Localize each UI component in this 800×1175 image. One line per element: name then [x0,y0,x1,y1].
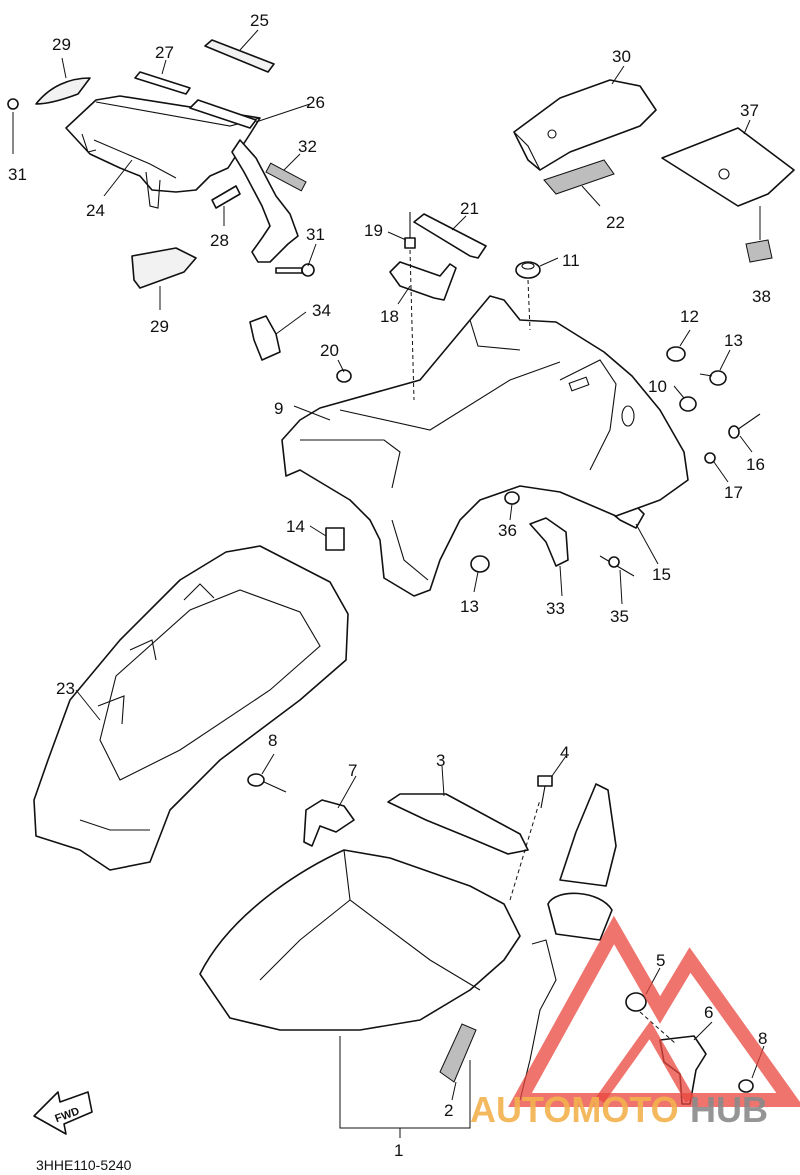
callout-3: 3 [436,751,445,770]
callout-9: 9 [274,399,283,418]
callout-32: 32 [298,137,317,156]
bolt-31-left [7,98,19,154]
callout-37: 37 [740,101,759,120]
part-5-grommet [625,992,647,1012]
part-27 [134,71,191,95]
callout-31-right: 31 [306,225,325,244]
callout-19: 19 [364,221,383,240]
part-10-nut [679,396,697,412]
callout-26: 26 [306,93,325,112]
callout-34: 34 [312,301,331,320]
fwd-arrow-icon: FWD [33,1091,93,1135]
part-36-washer [504,491,520,505]
callout-8-lower: 8 [758,1029,767,1048]
part-9-rear-fender [281,295,689,597]
part-2-reflector [439,1023,477,1083]
callout-5: 5 [656,951,665,970]
part-3-plate [387,793,529,855]
callout-27: 27 [155,43,174,62]
callout-38: 38 [752,287,771,306]
callout-4: 4 [560,743,569,762]
callout-29-lower: 29 [150,317,169,336]
part-16-rivet [728,413,761,439]
callout-14: 14 [286,517,305,536]
bolt-4 [537,775,553,809]
part-35-rivet [599,555,635,577]
callout-29-upper: 29 [52,35,71,54]
callout-18: 18 [380,307,399,326]
part-24-stay [231,139,299,263]
part-18-bracket [389,261,457,301]
part-34-bracket [249,315,281,361]
part-28 [211,185,241,209]
fork-tube [519,783,617,1101]
part-1-front-fender [199,849,521,1031]
callout-33: 33 [546,599,565,618]
part-37 [661,127,795,207]
callout-15: 15 [652,565,671,584]
part-20-nut [336,369,352,383]
bolt-8-lower [738,1079,754,1093]
watermark-text-a: AUTOMOTO [470,1089,679,1130]
callout-labels: 29 27 25 26 32 31 24 28 31 29 30 37 22 3… [8,11,771,1160]
part-30-cover [513,79,657,171]
callout-36: 36 [498,521,517,540]
leader-lines [61,29,765,1138]
part-29-lower [131,247,197,289]
callout-11: 11 [562,251,580,270]
callout-12: 12 [680,307,699,326]
part-12-nut [666,346,686,362]
callout-16: 16 [746,455,765,474]
part-26 [189,99,257,129]
callout-22: 22 [606,213,625,232]
callout-6: 6 [704,1003,713,1022]
part-13-bolt-upper [699,370,727,386]
callout-10: 10 [648,377,667,396]
callout-30: 30 [612,47,631,66]
callout-21: 21 [460,199,479,218]
part-29-upper [35,77,91,105]
callout-1: 1 [394,1141,403,1160]
callout-13-upper: 13 [724,331,743,350]
callout-31-left: 31 [8,165,27,184]
part-21-strap [413,213,487,259]
part-38 [745,206,773,263]
watermark-logo-icon [508,915,800,1107]
bolt-31-right [275,263,315,277]
part-25 [204,39,275,73]
callout-28: 28 [210,231,229,250]
part-32 [265,162,307,192]
callout-25: 25 [250,11,269,30]
watermark-text-b: HUB [690,1089,768,1130]
callout-35: 35 [610,607,629,626]
part-14-clip [325,527,345,551]
callout-17: 17 [724,483,743,502]
part-13-bolt-lower [470,555,490,573]
callout-24: 24 [86,201,105,220]
part-17-washer [704,452,716,464]
callout-2: 2 [444,1101,453,1120]
bolt-8-upper [247,773,287,793]
part-19-pin [404,212,416,249]
callout-13-lower: 13 [460,597,479,616]
part-11-grommet [515,261,541,279]
part-22 [543,159,615,195]
part-23-inner-fender [33,545,349,871]
callout-7: 7 [348,761,357,780]
part-33-stay [529,517,569,567]
drawing-code: 3HHE110-5240 [36,1157,132,1173]
callout-23: 23 [56,679,75,698]
callout-20: 20 [320,341,339,360]
part-7-bracket [303,799,355,847]
callout-8-upper: 8 [268,731,277,750]
